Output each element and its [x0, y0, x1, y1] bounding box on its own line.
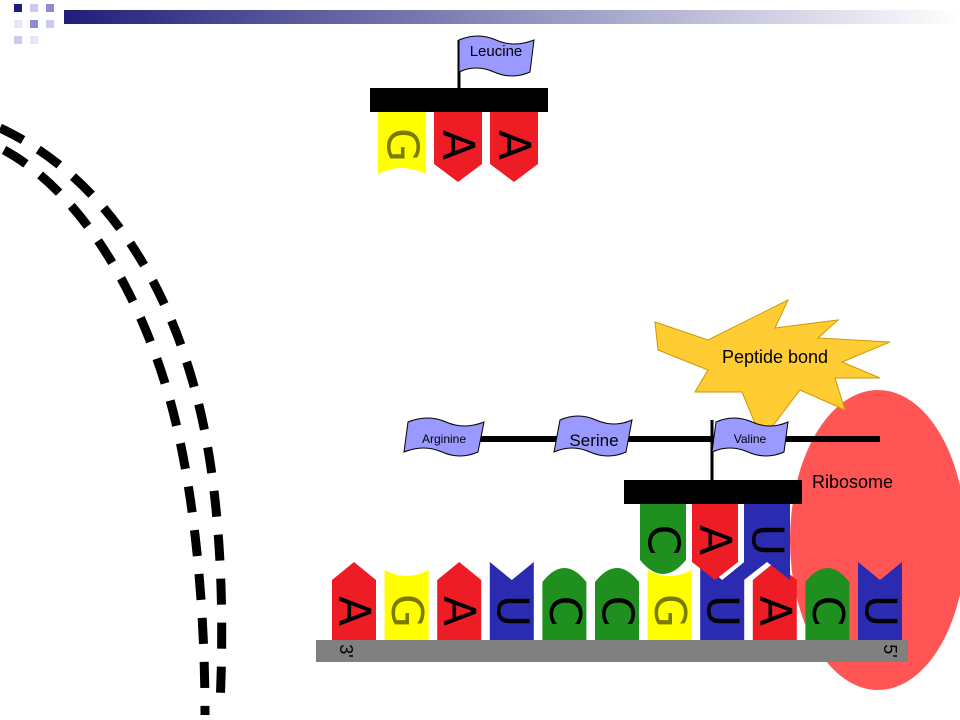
nucleotide-letter: C [802, 596, 853, 627]
nucleotide-letter: C [592, 596, 643, 627]
corner-square [30, 36, 38, 44]
amino-acid-serine: Serine [553, 415, 633, 457]
nucleotide-letter: G [381, 594, 432, 628]
corner-square [30, 4, 38, 12]
trna-bound-base-2: A [690, 504, 741, 580]
mrna-base-4: U [486, 562, 537, 640]
slide-decoration [14, 4, 960, 44]
mrna-base-6: C [592, 568, 643, 640]
corner-square [46, 4, 54, 12]
nucleotide-shape [434, 112, 482, 182]
trna-bar-bound [624, 480, 802, 504]
trna-bound-base-1: C [638, 504, 689, 574]
nucleotide-letter: A [690, 525, 741, 555]
mrna-base-5: C [539, 568, 590, 640]
nucleotide-shape [489, 562, 534, 640]
nucleotide-shape [595, 568, 639, 640]
corner-square [14, 36, 22, 44]
nucleotide-letter: A [489, 130, 540, 160]
mrna-base-2: G [381, 570, 432, 640]
nucleotide-shape [858, 562, 902, 640]
corner-square [14, 20, 22, 28]
nucleotide-shape [700, 562, 745, 640]
mrna-base-9: A [749, 562, 800, 640]
leucine-label: Leucine [470, 43, 523, 60]
amino-acid-arginine: Arginine [403, 417, 485, 457]
nucleotide-letter: U [486, 595, 537, 627]
nucleotide-letter: U [697, 595, 748, 627]
nucleotide-letter: C [638, 525, 689, 556]
corner-square [30, 20, 38, 28]
header-bar [64, 10, 960, 24]
nucleotide-letter: U [855, 595, 906, 627]
mrna-backbone [316, 640, 908, 662]
amino-acid-leucine: Leucine [458, 35, 535, 77]
nucleotide-shape [332, 562, 376, 640]
trna-bound-base-3: U [742, 504, 793, 580]
amino-acid-chain [440, 436, 880, 442]
end-5-prime: 5' [880, 644, 900, 657]
nucleotide-shape [490, 112, 538, 182]
trna-top-base-1: G [377, 112, 428, 174]
nucleotide-letter: A [329, 596, 380, 626]
valine-label: Valine [734, 432, 767, 446]
peptide-bond-label: Peptide bond [722, 347, 828, 367]
nucleotide-shape [542, 568, 587, 640]
mrna-base-11: U [855, 562, 906, 640]
mrna-base-3: A [434, 562, 485, 640]
nucleotide-shape [692, 504, 738, 580]
mrna-base-10: C [802, 568, 853, 640]
ribosome-label: Ribosome [812, 472, 893, 492]
nucleotide-letter: A [433, 130, 484, 160]
trna-top-base-2: A [433, 112, 484, 182]
corner-square [46, 20, 54, 28]
nucleotide-shape [378, 112, 426, 174]
nucleotide-letter: C [539, 596, 590, 627]
nucleotide-letter: A [434, 596, 485, 626]
dashed-mrna-strand [0, 123, 227, 716]
trna-top-base-3: A [489, 112, 540, 182]
nucleotide-shape [647, 570, 692, 640]
nucleotide-letter: G [644, 594, 695, 628]
amino-acid-valine: Valine [711, 417, 789, 457]
peptide-bond-burst [654, 298, 891, 441]
mrna-base-8: U [697, 562, 748, 640]
nucleotide-shape [640, 504, 686, 574]
nucleotide-letter: G [377, 128, 428, 162]
nucleotide-letter: A [749, 596, 800, 626]
arginine-label: Arginine [422, 432, 466, 446]
end-3-prime: 3' [336, 644, 356, 657]
mrna-base-7: G [644, 570, 695, 640]
nucleotide-shape [437, 562, 482, 640]
nucleotide-shape [752, 562, 797, 640]
nucleotide-shape [744, 504, 790, 580]
mrna-base-1: A [329, 562, 380, 640]
corner-square [14, 4, 22, 12]
serine-label: Serine [569, 431, 618, 450]
trna-bar-top [370, 88, 548, 112]
nucleotide-letter: U [742, 524, 793, 556]
nucleotide-shape [805, 568, 850, 640]
nucleotide-shape [384, 570, 429, 640]
